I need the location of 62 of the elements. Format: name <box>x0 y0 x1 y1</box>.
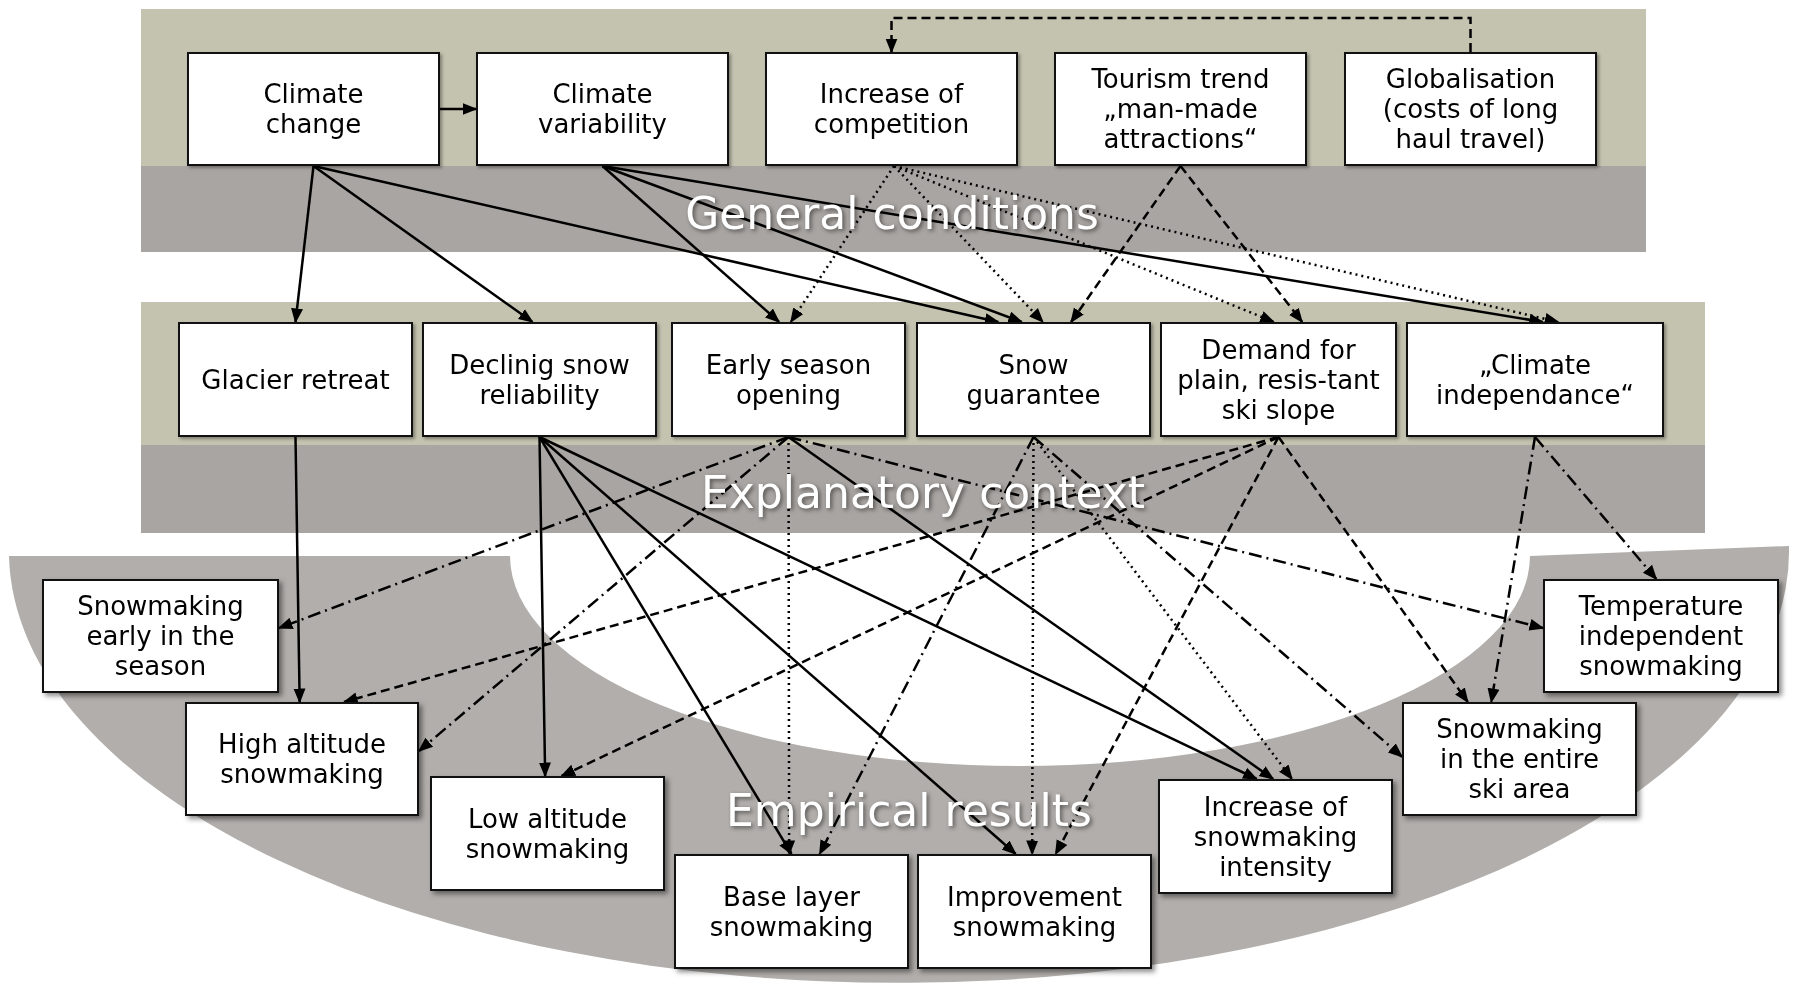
band <box>141 302 1705 533</box>
arrow <box>538 436 551 778</box>
box-text: „Climate independance“ <box>1435 349 1635 410</box>
concept-box <box>917 854 1152 969</box>
arrow <box>1534 436 1658 581</box>
concept-box <box>422 322 657 437</box>
arrow <box>417 436 790 752</box>
box-text: Climate change <box>262 79 365 139</box>
arrow <box>789 165 896 324</box>
concept-box <box>1160 322 1397 437</box>
arrow <box>1070 165 1182 324</box>
box-text: Increase of competition <box>812 79 971 139</box>
arrow <box>291 165 315 324</box>
box-text: Glacier retreat <box>201 364 390 395</box>
arrow <box>783 437 796 856</box>
box-text: High altitude snowmaking <box>217 729 387 789</box>
box-text: Demand for plain, resis-tant ski slope <box>1176 334 1381 425</box>
concept-box <box>1344 52 1597 166</box>
concept-box <box>178 322 413 437</box>
concept-box <box>185 702 419 816</box>
concept-box <box>187 52 440 166</box>
arrow <box>885 16 1472 54</box>
box-text: Base layer snowmaking <box>708 881 875 942</box>
concept-box <box>916 322 1151 437</box>
concept-box <box>765 52 1018 166</box>
arrow <box>788 435 1545 631</box>
arrow <box>1032 436 1404 758</box>
box-text: Climate variability <box>537 79 668 139</box>
arrow <box>1277 436 1469 704</box>
arrow <box>1054 436 1280 856</box>
arrow <box>277 435 789 630</box>
box-text: Globalisation (costs of long haul travel) <box>1381 64 1560 154</box>
arrow <box>787 435 1275 781</box>
box-text: Early season opening <box>704 349 873 410</box>
box-text: Declinig snow reliability <box>448 349 631 410</box>
arrow <box>893 164 1560 325</box>
arrow <box>313 164 1000 325</box>
concept-box <box>42 579 279 693</box>
box-text: Snowmaking in the entire ski area <box>1435 714 1604 804</box>
concept-box <box>671 322 906 437</box>
concept-box <box>476 52 729 166</box>
concept-box <box>430 776 665 891</box>
arrow <box>1487 436 1537 704</box>
box-text: Improvement snowmaking <box>946 881 1123 942</box>
box-text: Snow guarantee <box>965 349 1102 410</box>
concept-box <box>674 854 909 969</box>
concept-box <box>1158 779 1393 894</box>
box-text: Increase of snowmaking intensity <box>1192 791 1359 882</box>
arrow <box>1179 165 1304 324</box>
box-text: Tourism trend „man-made attractions“ <box>1090 64 1271 154</box>
arrow <box>440 103 478 115</box>
concept-box <box>1406 322 1664 437</box>
concept-box <box>1543 579 1779 693</box>
concept-box <box>1054 52 1307 166</box>
concept-box <box>1402 702 1637 816</box>
box-text: Low altitude snowmaking <box>464 803 631 864</box>
box-text: Temperature independent snowmaking <box>1577 591 1745 681</box>
arrow <box>601 165 781 323</box>
box-text: Snowmaking early in the season <box>76 591 245 681</box>
arrow <box>312 165 534 323</box>
band <box>141 9 1646 252</box>
arrow <box>293 436 306 704</box>
